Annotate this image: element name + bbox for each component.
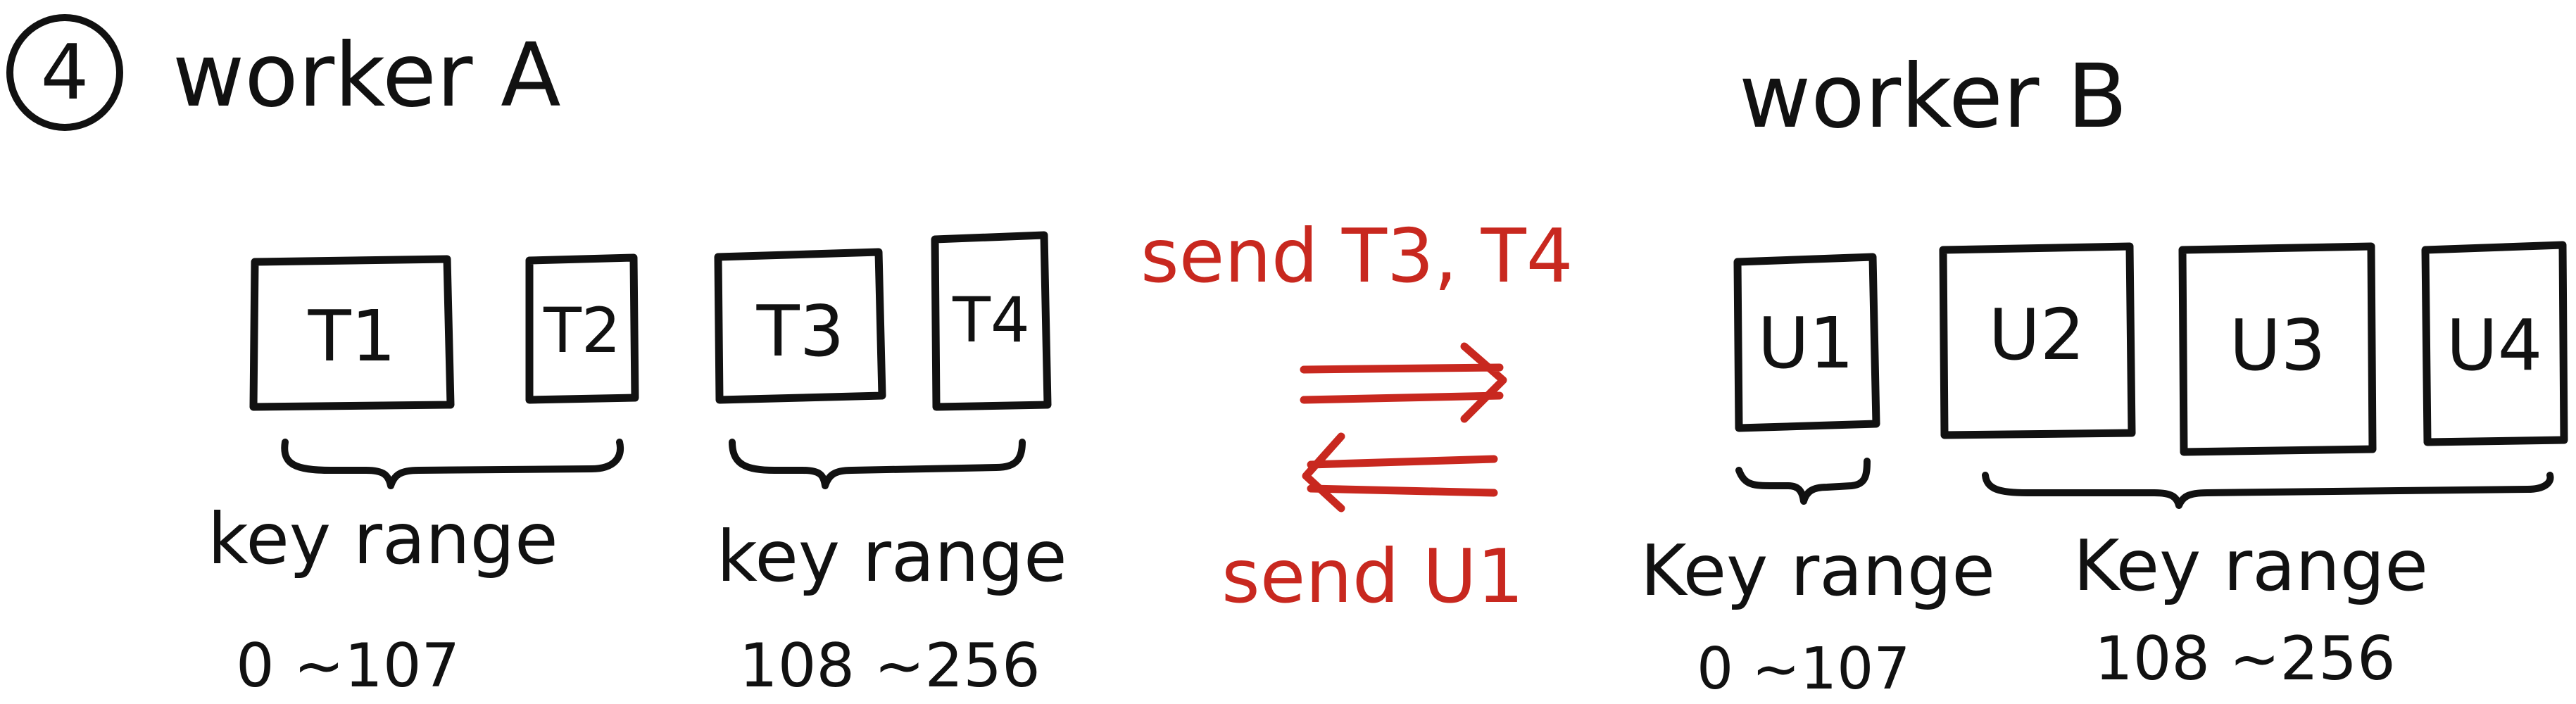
step-circle — [6, 14, 123, 131]
table-box-t4: T4 — [931, 231, 1052, 411]
backward-arrow-icon — [1302, 432, 1498, 513]
worker-b-brace-1 — [1735, 458, 1871, 505]
table-box-u2: U2 — [1939, 242, 2136, 439]
worker-a-title: worker A — [172, 25, 561, 127]
worker-b-keyrange-label-2: Key range — [2073, 524, 2428, 607]
transfer-arrows: send T3, T4 send U1 — [1141, 213, 1573, 620]
worker-b-brace-2 — [1982, 472, 2554, 509]
worker-a-brace-2 — [729, 439, 1026, 489]
table-label-t3: T3 — [756, 290, 845, 372]
worker-a-keyrange-label-1: key range — [208, 498, 558, 580]
send-forward-label: send T3, T4 — [1141, 213, 1573, 299]
worker-a-brace-1 — [281, 439, 624, 489]
worker-b-keyrange-value-1: 0 ~107 — [1697, 636, 1910, 703]
table-label-u4: U4 — [2446, 304, 2543, 386]
table-box-t2: T2 — [525, 253, 639, 404]
worker-b-tables: U1 U2 U3 U4 — [1733, 241, 2568, 456]
worker-a-keyrange-value-1: 0 ~107 — [236, 631, 460, 701]
table-box-u1: U1 — [1733, 253, 1880, 432]
step-number: 4 — [41, 29, 89, 117]
table-label-u3: U3 — [2230, 304, 2326, 386]
forward-arrow-icon — [1300, 342, 1507, 423]
table-box-t3: T3 — [714, 248, 886, 404]
table-label-u2: U2 — [1989, 294, 2085, 376]
table-label-u1: U1 — [1758, 302, 1854, 384]
step-marker: 4 — [6, 14, 123, 131]
worker-a-tables: T1 T2 T3 T4 — [249, 231, 1052, 411]
table-box-t1: T1 — [249, 255, 455, 411]
table-box-u3: U3 — [2178, 242, 2377, 456]
table-label-t1: T1 — [308, 295, 396, 377]
table-label-t2: T2 — [543, 294, 621, 367]
send-backward-label: send U1 — [1221, 534, 1524, 620]
worker-a-keyrange-label-2: key range — [717, 515, 1067, 598]
worker-b-title: worker B — [1739, 46, 2128, 148]
table-box-u4: U4 — [2421, 241, 2568, 446]
worker-a-keyrange-value-2: 108 ~256 — [739, 631, 1041, 701]
table-label-t4: T4 — [952, 284, 1030, 356]
worker-b-keyrange-label-1: Key range — [1640, 529, 1995, 612]
worker-b-keyrange-value-2: 108 ~256 — [2094, 624, 2396, 694]
